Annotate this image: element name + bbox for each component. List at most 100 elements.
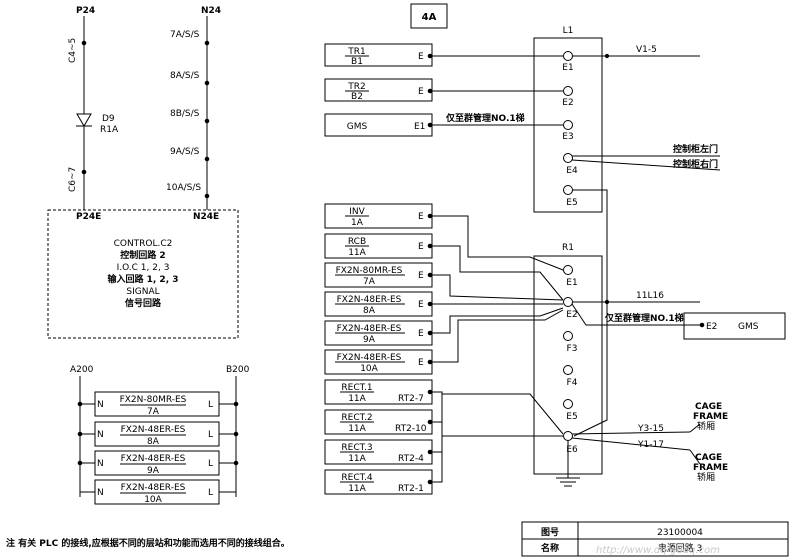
cage-label: CAGE xyxy=(695,402,722,412)
l1-terminal xyxy=(563,153,573,163)
input-pin-dot xyxy=(427,330,433,336)
plc-box-name: FX2N-48ER-ES xyxy=(121,425,186,435)
input-pin-dot xyxy=(427,122,433,128)
r1-wire xyxy=(432,309,564,363)
rect-pin: RT2-4 xyxy=(398,454,424,464)
cage-wire xyxy=(571,431,691,435)
title-block: 图号 23100004 名称 电源回路 3 xyxy=(521,521,789,557)
plc-box xyxy=(94,391,220,417)
plc-box xyxy=(94,421,220,447)
input-box-tr2 xyxy=(324,78,433,102)
input-id: 9A xyxy=(363,335,376,345)
junction xyxy=(604,299,610,305)
l1-title: L1 xyxy=(563,26,574,36)
drawing-no-label: 图号 xyxy=(541,527,559,538)
control-line: 输入回路 1, 2, 3 xyxy=(107,273,178,285)
diode-name: D9 xyxy=(102,114,115,124)
n24-label: N24 xyxy=(201,6,221,16)
rect-pin-dot xyxy=(427,479,433,485)
input-pin-dot xyxy=(427,359,433,365)
plc-node xyxy=(233,460,239,466)
r1-terminal xyxy=(563,265,573,275)
r1-terminal-label: E6 xyxy=(566,445,578,455)
l1-terminal-label: E1 xyxy=(562,63,573,73)
plc-l-pin: L xyxy=(208,400,213,410)
input-pin-dot xyxy=(427,53,433,59)
n24-node xyxy=(204,193,210,199)
plc-node xyxy=(77,460,83,466)
input-id: B1 xyxy=(351,57,363,67)
plc-node xyxy=(77,431,83,437)
l1-e5-link xyxy=(572,189,608,437)
input-pin: E xyxy=(418,329,424,339)
rect-id: 11A xyxy=(348,454,366,464)
l1-terminal xyxy=(563,120,573,130)
r1-title: R1 xyxy=(562,243,574,253)
rect-id: 11A xyxy=(348,394,366,404)
plc-l-pin: L xyxy=(208,488,213,498)
input-pin: E xyxy=(418,52,424,62)
door-wire xyxy=(571,159,721,171)
sheet-id: 4A xyxy=(422,12,437,23)
rect-id: 11A xyxy=(348,484,366,494)
sheet-id-box xyxy=(410,3,448,29)
control-line: 控制回路 2 xyxy=(120,249,165,261)
r1-terminal xyxy=(563,297,573,307)
input-pin: E xyxy=(418,300,424,310)
input-name: FX2N-80MR-ES xyxy=(336,266,403,276)
plc-n-pin: N xyxy=(97,459,104,469)
plc-section: A200 B200 N L FX2N-80MR-ES 7A N L FX2N-4… xyxy=(70,365,250,505)
rect-name: RECT.1 xyxy=(341,383,372,393)
r1-terminal xyxy=(563,431,573,441)
r1-terminal xyxy=(563,331,573,341)
plc-box-name: FX2N-48ER-ES xyxy=(121,483,186,493)
gms-pin: E2 xyxy=(706,322,717,332)
cage-label: FRAME xyxy=(693,412,728,422)
plc-box-name: FX2N-80MR-ES xyxy=(120,395,187,405)
rect-pin: RT2-7 xyxy=(398,394,424,404)
n24-conn-label: 8A/S/S xyxy=(170,71,200,81)
v15-label: V1-5 xyxy=(636,45,657,55)
control-line: SIGNAL xyxy=(126,287,159,297)
plc-n-pin: N xyxy=(97,400,104,410)
rect-id: 11A xyxy=(348,424,366,434)
rect-pin-dot xyxy=(427,419,433,425)
input-name: FX2N-48ER-ES xyxy=(337,353,402,363)
r1-terminal xyxy=(563,399,573,409)
cage-wire xyxy=(689,423,701,433)
rect-name: RECT.4 xyxy=(341,473,373,483)
cage-wire xyxy=(689,449,701,465)
l1-terminal xyxy=(563,86,573,96)
input-pin-dot xyxy=(427,213,433,219)
y117-label: Y1-17 xyxy=(637,440,664,450)
drawing-name-label: 名称 xyxy=(541,542,559,554)
r1-terminal-label: E1 xyxy=(566,278,577,288)
input-id: 11A xyxy=(348,248,366,258)
plc-box-name: FX2N-48ER-ES xyxy=(121,454,186,464)
input-pin: E xyxy=(418,87,424,97)
terminal-block-l1: L1 TR1 B1 E TR2 B2 E GMS E1 仅至群管理NO.1梯 E… xyxy=(324,26,721,437)
power-supply-section: P24 N24 C4~5 C6~7 D9 R1A 7A/S/S 8A/S/S 8… xyxy=(47,6,239,339)
input-pin: E xyxy=(418,271,424,281)
input-pin: E xyxy=(418,242,424,252)
r1-wire xyxy=(442,393,564,435)
n24-node xyxy=(204,156,210,162)
input-name: TR2 xyxy=(347,82,365,92)
plc-box-id: 9A xyxy=(147,466,160,476)
r1-wire xyxy=(432,245,564,301)
input-box-tr1 xyxy=(324,43,433,67)
gms-pin-dot xyxy=(699,322,705,328)
input-name: RCB xyxy=(348,237,366,247)
n24-conn-label: 10A/S/S xyxy=(166,183,201,193)
input-pin-dot xyxy=(427,243,433,249)
n24-conn-label: 9A/S/S xyxy=(170,147,200,157)
gms-box xyxy=(683,312,786,340)
input-pin-dot xyxy=(427,272,433,278)
diode-symbol xyxy=(76,113,92,127)
input-id: 1A xyxy=(351,218,364,228)
r1-wire xyxy=(432,307,564,334)
n24-node xyxy=(204,40,210,46)
plc-node xyxy=(233,431,239,437)
b200-label: B200 xyxy=(226,365,250,375)
